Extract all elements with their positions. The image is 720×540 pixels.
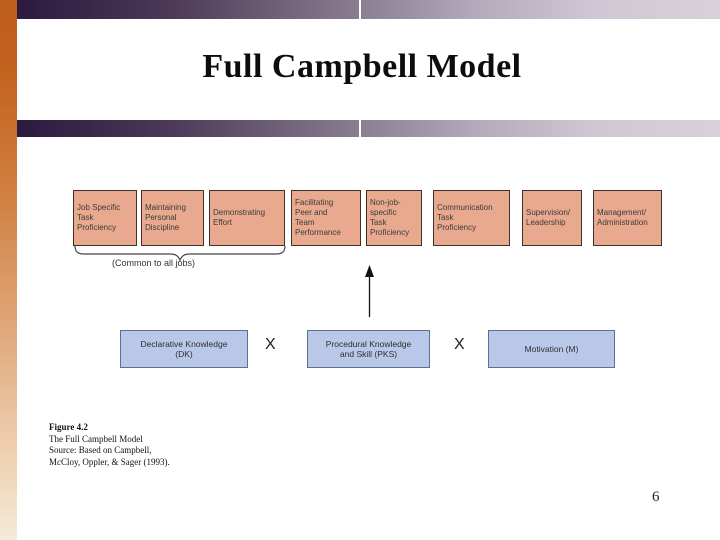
determinant-box-procedural-knowledge-skill: Procedural Knowledge and Skill (PKS) <box>307 330 430 368</box>
performance-box-job-specific-task-proficiency: Job Specific Task Proficiency <box>73 190 137 246</box>
box-label: Motivation (M) <box>524 344 579 354</box>
box-label: Facilitating Peer and Team Performance <box>295 198 341 237</box>
multiplication-sign-1: X <box>265 336 276 353</box>
determinant-box-declarative-knowledge: Declarative Knowledge (DK) <box>120 330 248 368</box>
box-label: Job Specific Task Proficiency <box>77 203 121 232</box>
performance-box-management-administration: Management/ Administration <box>593 190 662 246</box>
box-label: Demonstrating Effort <box>213 208 266 227</box>
box-label: Communication Task Proficiency <box>437 203 493 232</box>
box-label: Non-job- specific Task Proficiency <box>370 198 410 237</box>
title-underline-gradient-bar <box>17 120 720 137</box>
figure-source-line2: McCloy, Oppler, & Sager (1993). <box>49 456 170 467</box>
figure-label: Figure 4.2 <box>49 422 88 432</box>
performance-box-demonstrating-effort: Demonstrating Effort <box>209 190 285 246</box>
slide-number: 6 <box>652 489 660 505</box>
multiplication-sign-2: X <box>454 336 465 353</box>
determinant-box-motivation: Motivation (M) <box>488 330 615 368</box>
box-label: Maintaining Personal Discipline <box>145 203 186 232</box>
common-to-all-jobs-note: (Common to all jobs) <box>112 258 196 268</box>
performance-box-non-job-specific-task-proficiency: Non-job- specific Task Proficiency <box>366 190 422 246</box>
figure-title: The Full Campbell Model <box>49 433 143 444</box>
performance-box-facilitating-peer-team-performance: Facilitating Peer and Team Performance <box>291 190 361 246</box>
performance-box-supervision-leadership: Supervision/ Leadership <box>522 190 582 246</box>
bar-divider-line <box>359 0 361 19</box>
box-label: Management/ Administration <box>597 208 648 227</box>
box-label: Declarative Knowledge (DK) <box>140 339 228 359</box>
page-title: Full Campbell Model <box>202 48 522 85</box>
box-label: Supervision/ Leadership <box>526 208 571 227</box>
left-accent-strip <box>0 0 17 540</box>
top-gradient-bar <box>17 0 720 19</box>
arrow-up-connector <box>365 265 374 317</box>
figure-source-line1: Source: Based on Campbell, <box>49 445 152 455</box>
performance-box-maintaining-personal-discipline: Maintaining Personal Discipline <box>141 190 204 246</box>
bar-divider-line <box>359 120 361 137</box>
box-label: Procedural Knowledge and Skill (PKS) <box>325 339 412 359</box>
figure-caption: Figure 4.2 The Full Campbell Model Sourc… <box>49 422 170 468</box>
performance-box-communication-task-proficiency: Communication Task Proficiency <box>433 190 510 246</box>
underbrace <box>74 245 286 262</box>
